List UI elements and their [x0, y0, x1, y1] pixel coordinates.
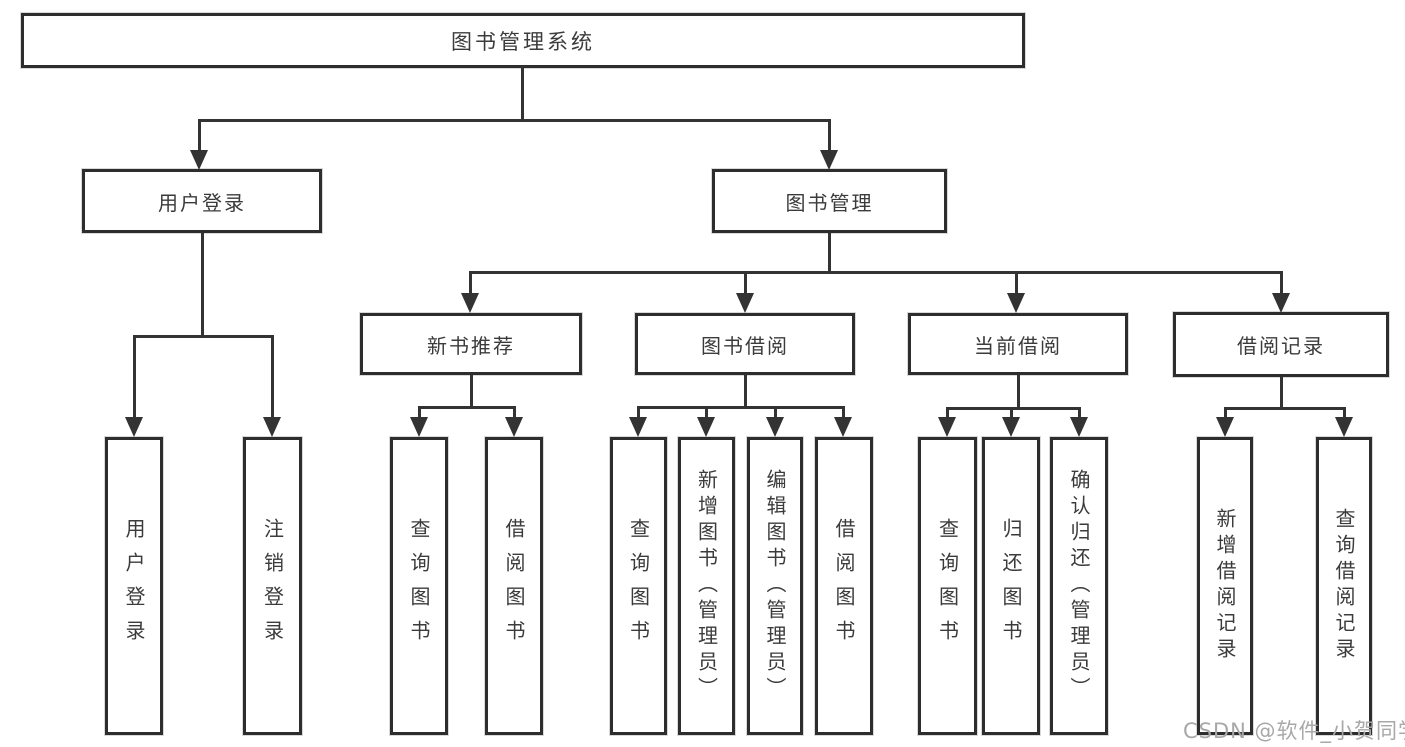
connector-line [1015, 271, 1018, 295]
watermark: CSDN @软件_小贺同学 [1183, 719, 1405, 743]
connector-line [1078, 407, 1081, 421]
connector-line [637, 406, 640, 421]
node-current-borrowing: 当前借阅 [908, 313, 1128, 375]
arrow-down-icon [1272, 293, 1290, 313]
arrow-down-icon [263, 417, 281, 437]
connector-line [774, 406, 777, 421]
connector-line [133, 335, 274, 338]
node-book-borrowing: 图书借阅 [635, 313, 855, 375]
connector-line [271, 335, 274, 421]
connector-line [946, 407, 949, 421]
connector-line [418, 406, 516, 409]
node-query-books-current: 查询图书 [918, 437, 977, 735]
connector-line [513, 406, 516, 421]
node-logout: 注销登录 [243, 437, 302, 735]
connector-line [1280, 271, 1283, 295]
connector-line [744, 375, 747, 408]
node-query-books-recommend: 查询图书 [390, 437, 448, 735]
connector-line [201, 233, 204, 337]
arrow-down-icon [505, 417, 523, 437]
connector-line [198, 119, 830, 122]
node-borrow-books-leaf: 借阅图书 [815, 437, 873, 735]
connector-line [744, 271, 747, 295]
arrow-down-icon [1216, 417, 1234, 437]
node-query-borrow-record: 查询借阅记录 [1316, 437, 1372, 735]
node-add-borrow-record: 新增借阅记录 [1197, 437, 1253, 735]
connector-line [418, 406, 421, 421]
connector-line [1280, 377, 1283, 409]
connector-line [1224, 407, 1346, 410]
arrow-down-icon [766, 417, 784, 437]
arrow-down-icon [1007, 293, 1025, 313]
node-library-system: 图书管理系统 [21, 13, 1025, 68]
connector-line [946, 407, 1081, 410]
node-user-login: 用户登录 [82, 169, 322, 233]
connector-line [828, 233, 831, 274]
arrow-down-icon [410, 417, 428, 437]
arrow-down-icon [834, 417, 852, 437]
connector-line [198, 119, 201, 152]
connector-line [1017, 375, 1020, 409]
arrow-down-icon [736, 293, 754, 313]
arrow-down-icon [629, 417, 647, 437]
node-borrow-books-recommend: 借阅图书 [485, 437, 543, 735]
arrow-down-icon [1335, 417, 1353, 437]
node-edit-book-admin: 编辑图书（管理员） [747, 437, 803, 735]
arrow-down-icon [938, 417, 956, 437]
connector-line [1343, 407, 1346, 421]
connector-line [470, 375, 473, 408]
connector-line [469, 271, 472, 295]
node-return-books: 归还图书 [982, 437, 1040, 735]
node-confirm-return-admin: 确认归还（管理员） [1050, 437, 1108, 735]
connector-line [828, 119, 831, 152]
connector-line [1010, 407, 1013, 421]
arrow-down-icon [1070, 417, 1088, 437]
arrow-down-icon [125, 417, 143, 437]
connector-line [469, 271, 1283, 274]
connector-line [521, 66, 524, 122]
connector-line [1224, 407, 1227, 421]
arrow-down-icon [461, 293, 479, 313]
node-new-book-recommend: 新书推荐 [360, 313, 582, 375]
arrow-down-icon [697, 417, 715, 437]
arrow-down-icon [820, 150, 838, 170]
connector-line [133, 335, 136, 421]
arrow-down-icon [1002, 417, 1020, 437]
node-user-login-leaf: 用户登录 [105, 437, 163, 735]
node-borrowing-records: 借阅记录 [1173, 312, 1389, 377]
node-query-books-borrow: 查询图书 [610, 437, 667, 735]
connector-line [637, 406, 845, 409]
connector-line [705, 406, 708, 421]
connector-line [842, 406, 845, 421]
node-add-book-admin: 新增图书（管理员） [678, 437, 735, 735]
arrow-down-icon [190, 150, 208, 170]
node-book-management: 图书管理 [712, 169, 947, 233]
